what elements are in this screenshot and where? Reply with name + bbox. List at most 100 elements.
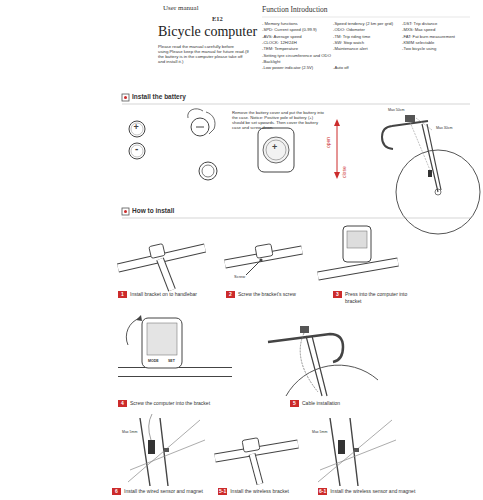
wheel-spoke [128, 420, 205, 482]
drop-handlebar [382, 121, 428, 149]
stem-tube-fill [160, 259, 172, 290]
function-item: -MXS: Max speed [402, 27, 435, 32]
model-number: E12 [212, 15, 223, 23]
function-item: -TM: Trip riding time [333, 34, 370, 39]
step-caption: Install the wired sensor and magnet [124, 488, 203, 495]
function-item: -Low power indicator (2.5V) [262, 65, 313, 70]
manual-title: Bicycle computer [158, 24, 257, 40]
arrow-head [136, 315, 142, 321]
battery-slot-inner [266, 140, 286, 160]
function-item: -Speed tendency (2 km per grid) [333, 21, 393, 26]
function-item: -Setting tyre circumference and ODO [262, 53, 331, 58]
battery-cell [129, 143, 145, 159]
function-item: -Auto off [333, 65, 349, 70]
step-callout: 2Screw the bracket's screw [226, 291, 321, 298]
arrow-head [334, 119, 340, 126]
step-number: 2 [226, 291, 235, 298]
part-name: Screw [234, 275, 245, 280]
section-heading: How to install [132, 207, 174, 215]
header-rule [262, 17, 470, 18]
drop-handlebar [268, 334, 343, 362]
bracket [255, 244, 273, 259]
header-icon-dot [124, 210, 127, 213]
function-item: -ODO: Odometer [333, 27, 365, 32]
battery-slot [263, 137, 289, 163]
polarity-mark: + [272, 142, 277, 153]
computer-screen [347, 231, 367, 248]
step-caption: Install bracket on to handlebar [130, 291, 197, 298]
function-item: -SPD: Current speed (0-99.9) [262, 27, 317, 32]
function-item: - Memory functions [262, 21, 298, 26]
hand-outline [188, 109, 215, 134]
wireless-bracket [242, 438, 260, 453]
step-number: 1 [118, 291, 127, 298]
step-callout: 5-1Install the wireless bracket [218, 488, 318, 495]
screw-leader [246, 261, 260, 275]
computer-screen [147, 323, 177, 355]
step-callout: 1Install bracket on to handlebar [118, 291, 223, 298]
sensor-cable [149, 414, 152, 440]
step-caption: Screw the computer into the bracket [130, 400, 210, 407]
computer-unit [343, 226, 371, 262]
function-item: -Backlight [262, 59, 280, 64]
section-heading: Install the battery [132, 93, 186, 101]
section-heading: Function Introduction [262, 5, 328, 14]
dimension-label: Max 30cm [436, 126, 453, 130]
function-item: -FAT: Fat burn measurement [402, 34, 455, 39]
intro-note: Please read the manual carefully before … [158, 44, 250, 65]
step-callout: 3Press into the computer into bracket [333, 291, 413, 305]
bike-fork [306, 336, 327, 396]
fork-blade [140, 418, 168, 486]
function-item: -SW: Stop watch [333, 40, 364, 45]
function-item: -Maintenance alert [333, 46, 368, 51]
stem-tube [160, 259, 172, 290]
function-item: -TEM: Temperature [262, 46, 298, 51]
step-number: 3 [333, 291, 342, 298]
wireless-sensor [338, 440, 345, 454]
step-number: 5 [290, 400, 299, 407]
step-caption: Screw the bracket's screw [238, 291, 296, 298]
dimension-label: Max 5mm [122, 430, 137, 434]
dimension-label: Max 50cm [388, 108, 405, 112]
step-number: 5-1 [218, 488, 227, 495]
rotate-arrow [126, 318, 140, 345]
stem-tube [252, 454, 260, 484]
function-item: -DST: Trip distance [402, 21, 437, 26]
battery-case [258, 128, 294, 172]
arrow-head [334, 172, 340, 179]
screw [259, 258, 262, 261]
step-number: 6-1 [318, 488, 327, 495]
bracket [149, 244, 165, 259]
step-number: 6 [112, 488, 121, 495]
step-callout: 6Install the wired sensor and magnet [112, 488, 217, 495]
bike-wheel [286, 365, 378, 396]
step-number: 4 [118, 400, 127, 407]
section-rule [122, 104, 470, 105]
function-item: -AVS: Average speed [262, 34, 302, 39]
open-close-arrow [337, 124, 338, 174]
coin-slot [196, 127, 204, 128]
step-caption: Install the wireless sensor and magnet [330, 488, 415, 495]
step-callout: 4Screw the computer into the bracket [118, 400, 248, 407]
button-label: MODE [148, 359, 159, 363]
coin-cover [191, 118, 209, 136]
header-icon [122, 208, 129, 215]
handlebar-tube [318, 262, 398, 276]
computer-unit [142, 318, 182, 368]
polarity-mark: + [134, 122, 139, 133]
wheel-spoke [318, 420, 396, 482]
spoke-magnet [354, 448, 359, 452]
step-callout: 6-1Install the wireless sensor and magne… [318, 488, 448, 495]
dimension-line [410, 122, 430, 170]
direction-label: close [341, 166, 347, 178]
step-callout: 5Cable installation [290, 400, 380, 407]
function-item: -CLOCK: 12H/24H [262, 40, 297, 45]
step-caption: Cable installation [302, 400, 340, 407]
manual-heading: User manual [163, 4, 199, 12]
function-item: -KM/M selectable [402, 40, 434, 45]
seal-ring-inner [202, 165, 214, 177]
function-item: -Two bicycle using [402, 46, 436, 51]
